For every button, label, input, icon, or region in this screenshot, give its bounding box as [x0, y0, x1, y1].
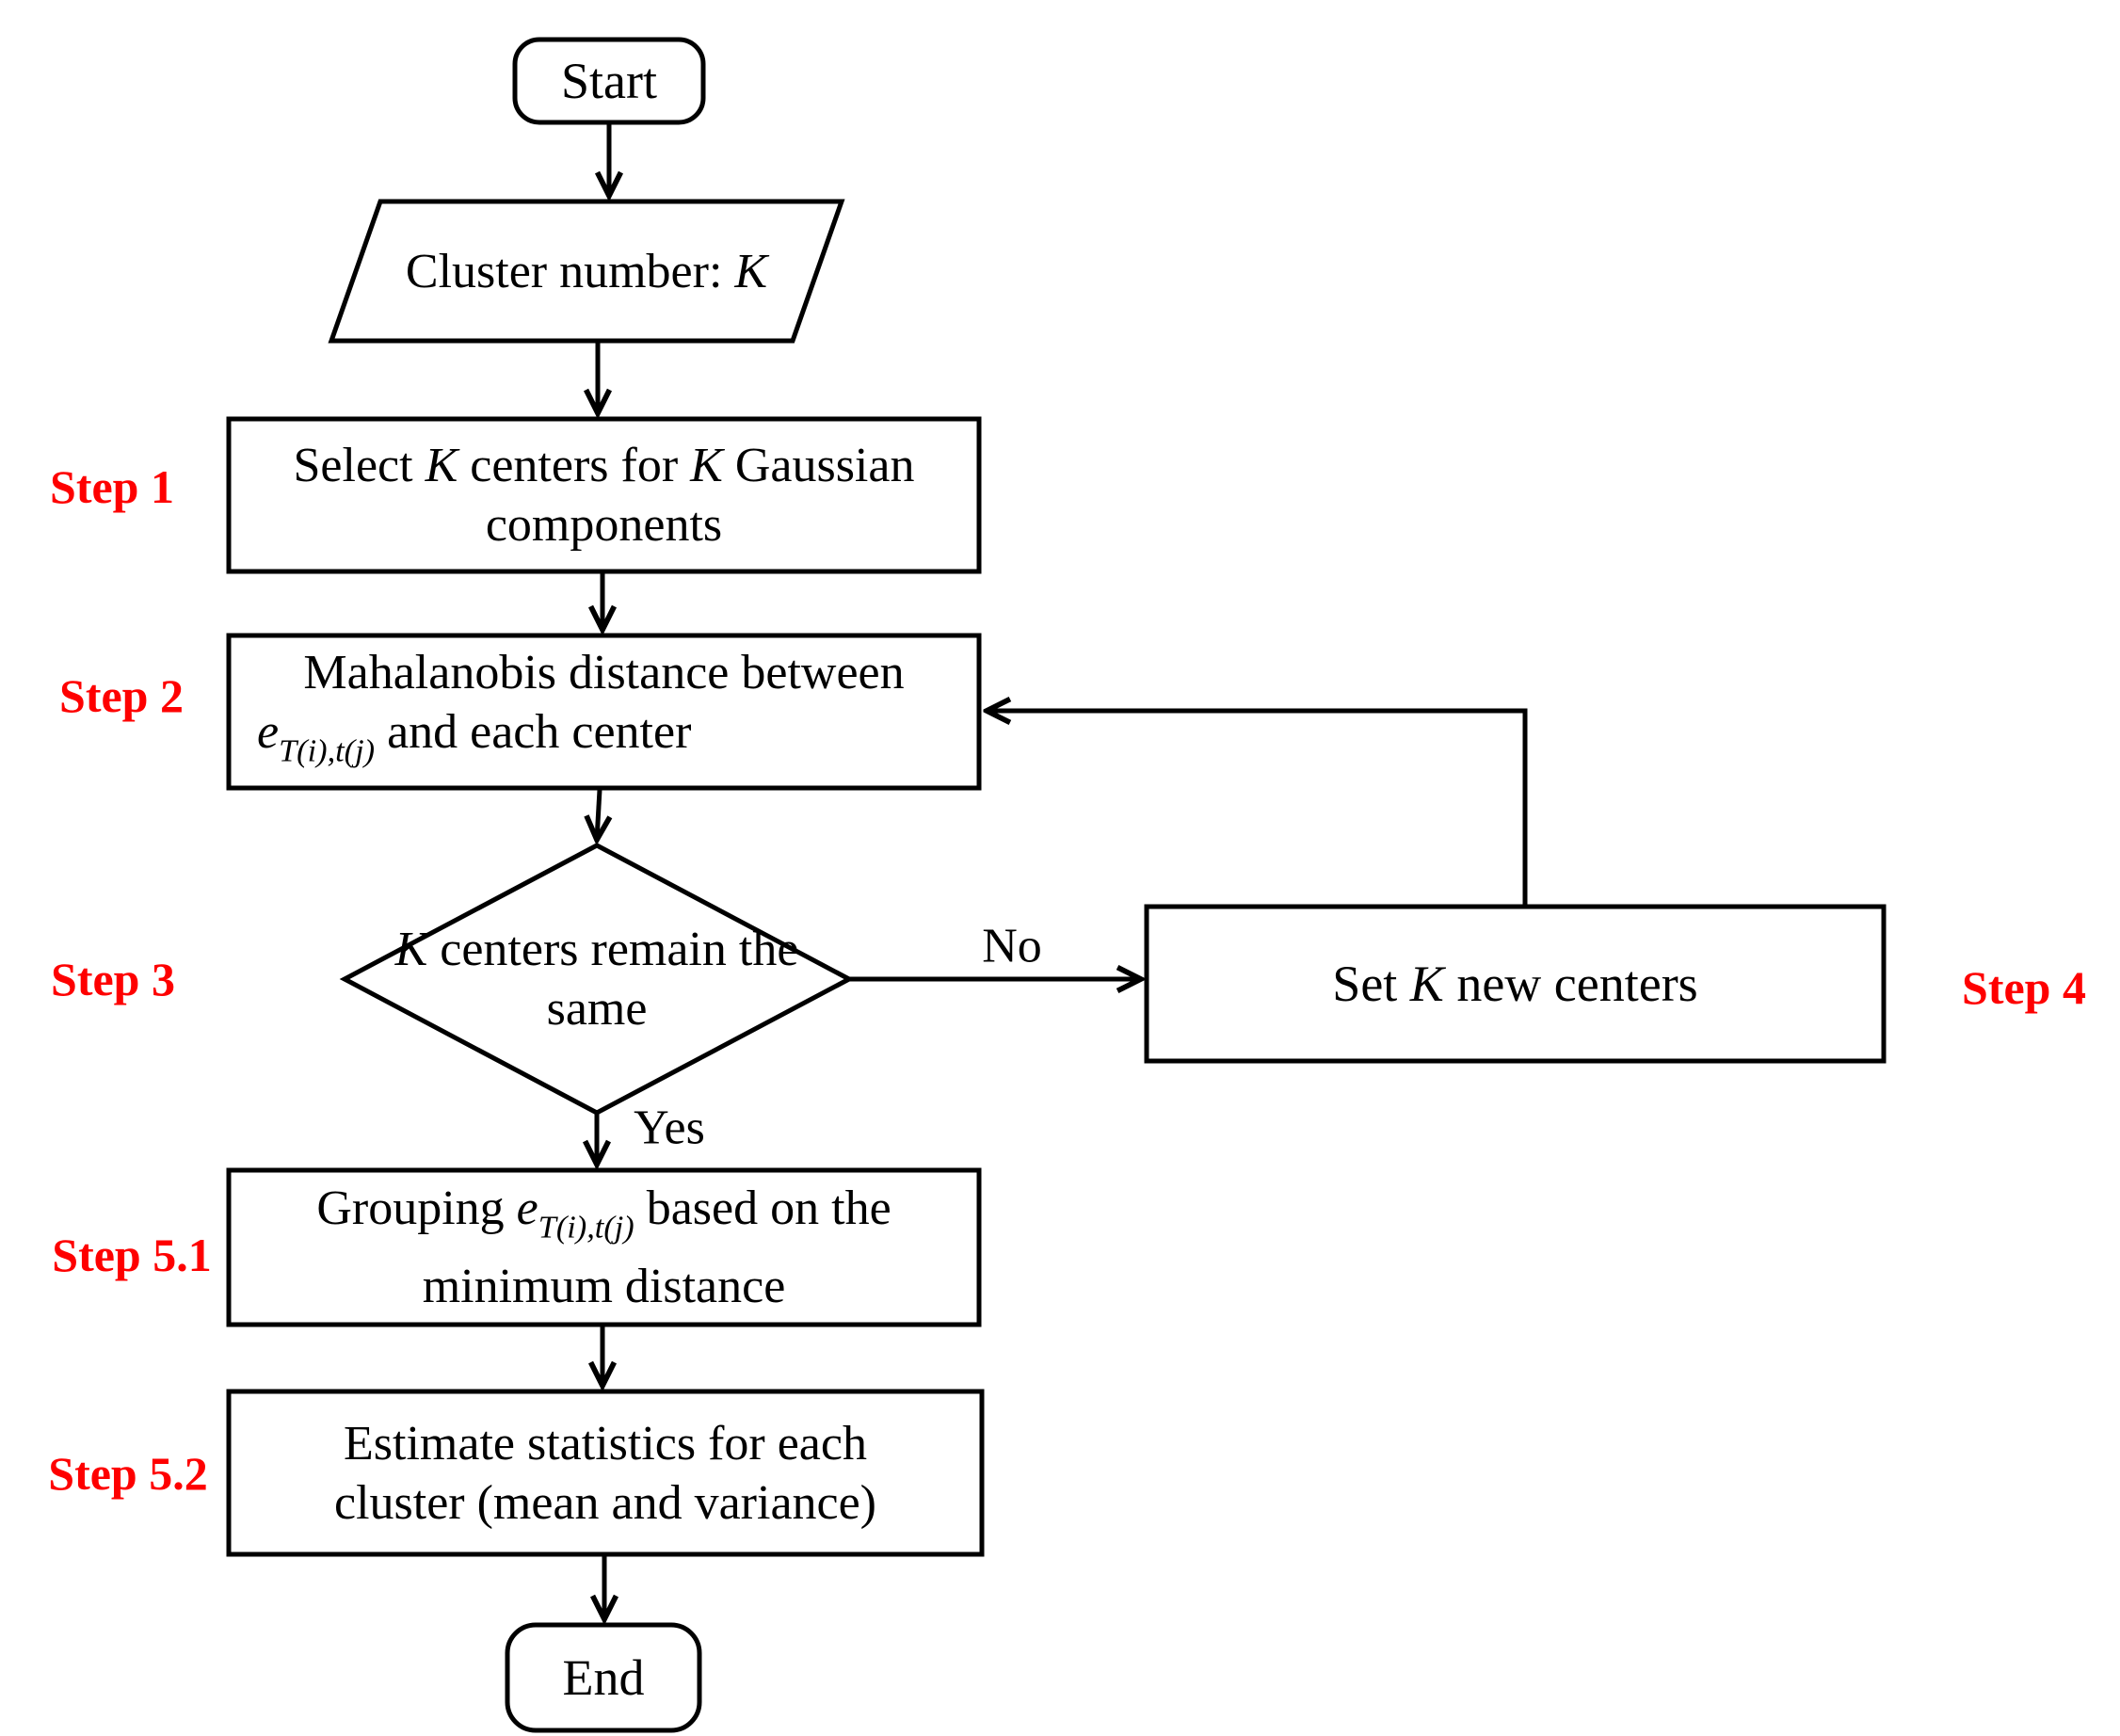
- arrow-step4-step2-loop: [987, 711, 1528, 907]
- step52-process-box: [226, 1389, 985, 1557]
- input-parallelogram: [328, 199, 845, 344]
- start-node: [512, 37, 706, 125]
- step52-label: Step 5.2: [48, 1447, 208, 1500]
- step1-label: Step 1: [50, 460, 174, 513]
- step3-label: Step 3: [51, 953, 175, 1005]
- step51-process-box: [226, 1167, 982, 1327]
- step2-process-box: [226, 633, 982, 791]
- step4-process-box: [1144, 904, 1887, 1064]
- yes-branch-label: Yes: [634, 1101, 705, 1155]
- step1-process-box: [226, 416, 982, 574]
- step51-label: Step 5.1: [52, 1229, 212, 1281]
- decision-diamond: [339, 843, 855, 1116]
- step2-label: Step 2: [59, 669, 184, 722]
- end-node: [505, 1622, 702, 1733]
- no-branch-label: No: [982, 919, 1042, 973]
- step4-label: Step 4: [1962, 961, 2086, 1014]
- arrow-step2-decision: [597, 789, 600, 840]
